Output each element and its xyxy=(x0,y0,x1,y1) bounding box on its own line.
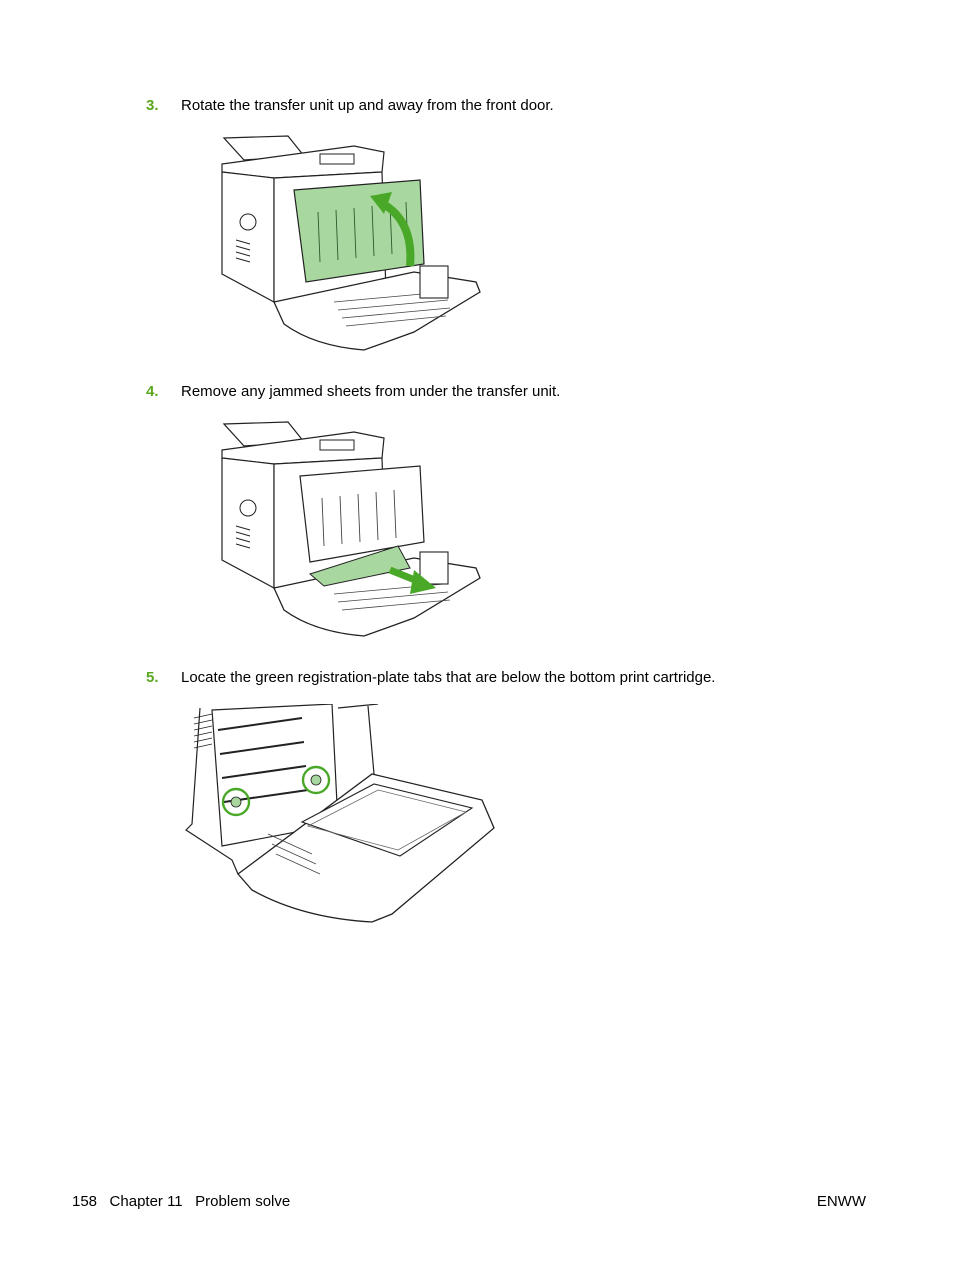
step-number: 4. xyxy=(146,383,159,400)
page-footer-left: 158 Chapter 11 Problem solve xyxy=(72,1193,290,1210)
step-text: Remove any jammed sheets from under the … xyxy=(181,383,561,400)
step-number: 5. xyxy=(146,669,159,686)
page-footer-right: ENWW xyxy=(816,1193,866,1210)
step-text: Rotate the transfer unit up and away fro… xyxy=(181,97,554,114)
printer-illustration-transfer-unit-rotated xyxy=(214,132,484,354)
page-number: 158 xyxy=(72,1193,98,1210)
step-number: 3. xyxy=(146,97,159,114)
step-text: Locate the green registration-plate tabs… xyxy=(181,669,716,686)
chapter-label: Chapter 11 xyxy=(109,1193,183,1210)
section-label: Problem solve xyxy=(195,1193,291,1210)
printer-illustration-jammed-sheet-removal xyxy=(214,418,484,640)
printer-illustration-registration-plate-tabs xyxy=(182,704,502,926)
